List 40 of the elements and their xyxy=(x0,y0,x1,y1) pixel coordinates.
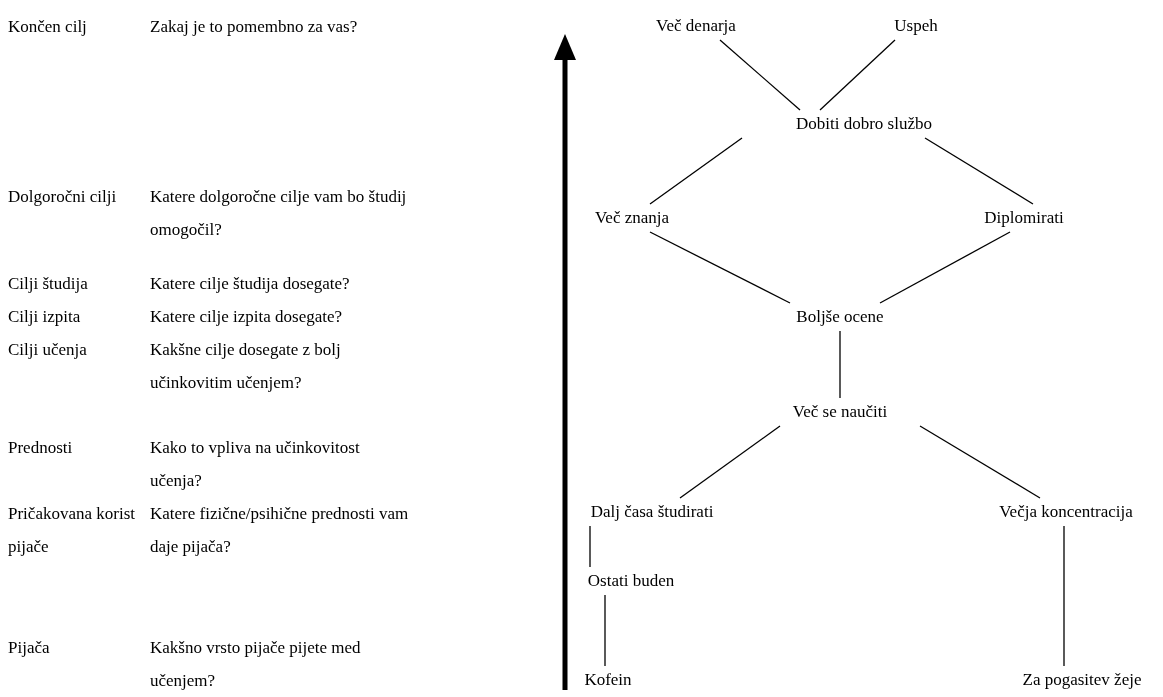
node-label: Boljše ocene xyxy=(793,303,887,331)
level-name: Pričakovana korist pijače xyxy=(8,503,136,558)
level-question: Katere fizične/psihične prednosti vam daje pijača? xyxy=(150,503,410,558)
node-label: Za pogasitev žeje xyxy=(1019,666,1145,694)
level-question: Kakšne cilje dosegate z bolj učinkovitim učenjem? xyxy=(150,339,342,394)
level-name: Dolgoročni cilji xyxy=(8,186,118,208)
level-question: Zakaj je to pomembno za vas? xyxy=(150,16,359,38)
connector-line xyxy=(1063,525,1065,667)
node-label: Kofein xyxy=(581,666,635,694)
node-label: Več znanja xyxy=(591,204,673,232)
connector-line xyxy=(719,39,801,111)
connector-line xyxy=(604,594,606,667)
node-label: Več se naučiti xyxy=(789,398,891,426)
level-question: Kako to vpliva na učinkovitost učenja? xyxy=(150,437,361,492)
level-question: Kakšno vrsto pijače pijete med učenjem? xyxy=(150,637,362,692)
level-name: Prednosti xyxy=(8,437,74,459)
level-name: Cilji študija xyxy=(8,273,89,295)
connector-line xyxy=(919,425,1041,499)
connector-line xyxy=(819,39,896,111)
connector-line xyxy=(589,525,591,568)
node-label: Večja koncentracija xyxy=(996,498,1136,526)
node-label: Dalj časa študirati xyxy=(587,498,717,526)
level-name: Končen cilj xyxy=(8,16,88,38)
node-label: Več denarja xyxy=(653,12,739,40)
connector-line xyxy=(924,137,1034,205)
level-name: Cilji učenja xyxy=(8,339,88,361)
connector-line xyxy=(679,425,781,499)
node-label: Uspeh xyxy=(891,12,941,40)
node-label: Ostati buden xyxy=(584,567,678,595)
level-question: Katere cilje izpita dosegate? xyxy=(150,306,344,328)
level-name: Cilji izpita xyxy=(8,306,82,328)
connector-line xyxy=(649,231,791,304)
node-label: Dobiti dobro službo xyxy=(793,110,935,138)
node-label: Diplomirati xyxy=(981,204,1067,232)
connector-line xyxy=(649,137,743,205)
level-name: Pijača xyxy=(8,637,51,659)
level-question: Katere cilje študija dosegate? xyxy=(150,273,351,295)
connector-line xyxy=(839,330,841,399)
level-question: Katere dolgoročne cilje vam bo študij omogočil? xyxy=(150,186,408,241)
connector-line xyxy=(879,231,1011,304)
